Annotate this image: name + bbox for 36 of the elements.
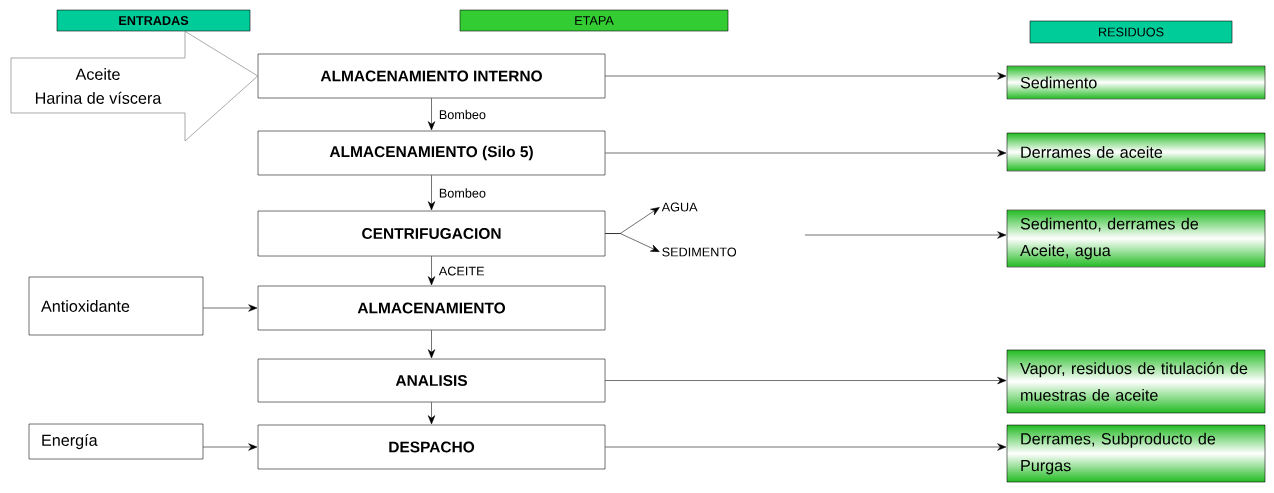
arrow	[203, 443, 258, 451]
residue-box: Vapor, residuos de titulación de muestras de aceite	[1006, 349, 1266, 414]
arrow	[605, 376, 1007, 385]
arrow	[427, 330, 436, 359]
process-box: ALMACENAMIENTO	[257, 285, 606, 331]
process-box: ANALISIS	[257, 358, 606, 403]
output-label: SEDIMENTO	[662, 247, 737, 257]
input-text: Aceite Harina de víscera	[36, 68, 162, 104]
process-box: DESPACHO	[257, 424, 606, 470]
arrow	[605, 233, 660, 252]
arrow	[804, 231, 1007, 239]
arrow	[427, 256, 436, 286]
residue-box: Sedimento	[1006, 65, 1266, 100]
input-box: Energía	[28, 423, 204, 460]
arrow	[605, 443, 1007, 451]
arrow	[605, 149, 1007, 157]
residue-box: Derrames de aceite	[1006, 132, 1266, 172]
input-box: Antioxidante	[28, 276, 204, 336]
edge-label: Bombeo	[437, 186, 488, 200]
edge-label: Bombeo	[437, 108, 488, 121]
residue-box: Derrames, Subproducto de Purgas	[1006, 424, 1266, 483]
block-arrow	[10, 31, 259, 142]
arrow	[427, 175, 436, 211]
process-box: CENTRIFUGACION	[257, 210, 606, 257]
column-header: ENTRADAS	[56, 9, 251, 32]
arrow	[605, 72, 1007, 80]
residue-box: Sedimento, derrames de Aceite, agua	[1006, 209, 1266, 268]
column-header: RESIDUOS	[1029, 20, 1233, 44]
arrow	[203, 304, 258, 312]
output-label: AGUA	[661, 202, 698, 212]
arrow	[427, 98, 436, 131]
edge-label: ACEITE	[437, 265, 486, 277]
process-box: ALMACENAMIENTO (Silo 5)	[257, 130, 606, 176]
column-header: ETAPA	[459, 9, 729, 32]
arrow	[427, 402, 436, 425]
process-box: ALMACENAMIENTO INTERNO	[257, 53, 606, 99]
